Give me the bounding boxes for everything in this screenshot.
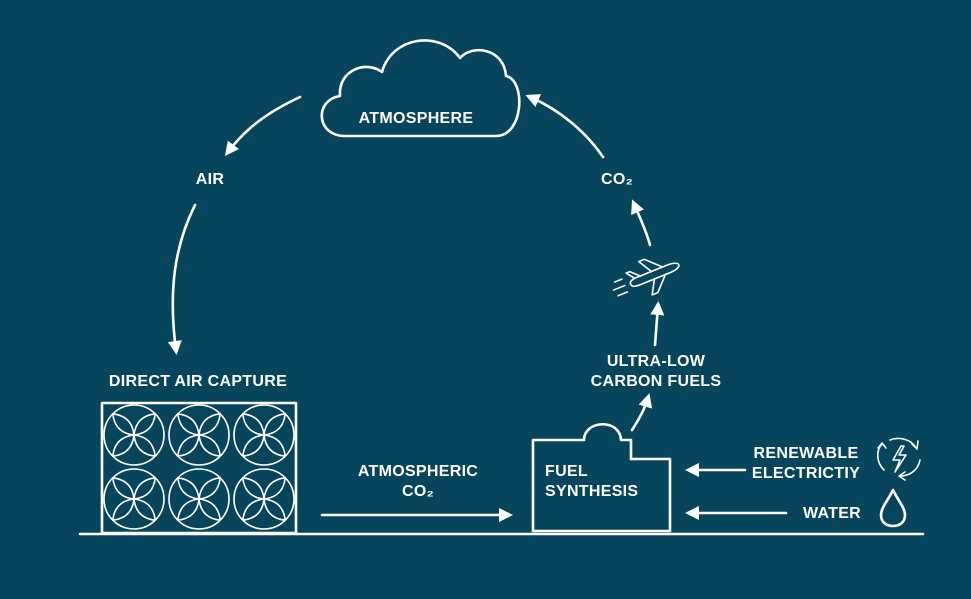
renewable-label-1: RENEWABLE [754, 445, 859, 462]
fuel-synthesis-building [531, 423, 672, 533]
renewable-electricity-icon [876, 437, 921, 481]
water-label: WATER [803, 505, 861, 522]
airplane-icon [612, 258, 680, 297]
arrow-synthesis-to-fuels [630, 393, 653, 432]
fan-icon [103, 404, 165, 466]
fuels-label-2: CARBON FUELS [591, 373, 722, 390]
fuel-synthesis-label-2: SYNTHESIS [545, 483, 638, 500]
arrow-airplane-to-co2 [631, 199, 652, 247]
arrow-air-to-dac [167, 203, 197, 355]
fan-icon [168, 404, 230, 466]
arrow-co2-to-atmosphere [525, 94, 605, 159]
arrow-fuels-to-airplane [650, 301, 665, 347]
atmospheric-co2-label-1: ATMOSPHERIC [358, 463, 478, 480]
arrow-atmosphere-to-air [224, 95, 302, 156]
fan-grid [103, 404, 295, 530]
fan-icon [168, 468, 230, 530]
dac-label: DIRECT AIR CAPTURE [109, 373, 287, 390]
air-label: AIR [196, 171, 225, 188]
fan-icon [233, 468, 295, 530]
dac-box [100, 401, 298, 535]
co2-label: CO₂ [601, 171, 633, 188]
direct-air-capture-unit [100, 401, 298, 535]
renewable-label-2: ELECTRICTIY [752, 465, 860, 482]
water-drop-icon [879, 488, 907, 528]
cloud-icon [320, 39, 521, 138]
atmospheric-co2-label-2: CO₂ [402, 483, 434, 500]
atmosphere-label: ATMOSPHERE [359, 110, 474, 127]
fan-icon [233, 404, 295, 466]
fuel-synthesis-label-1: FUEL [545, 463, 588, 480]
fuels-label-1: ULTRA-LOW [607, 353, 706, 370]
fan-icon [103, 468, 165, 530]
